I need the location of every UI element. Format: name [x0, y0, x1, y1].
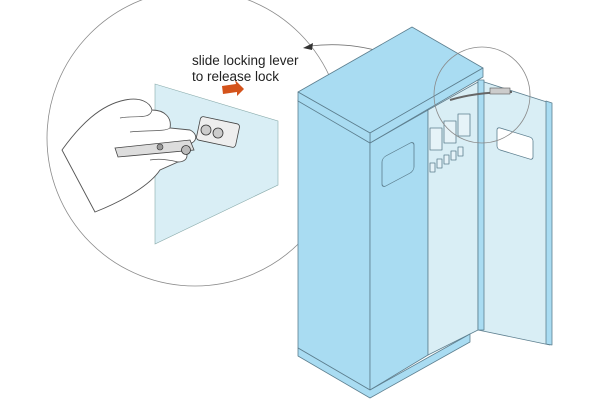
side-vent — [381, 142, 415, 187]
door-window — [496, 127, 534, 160]
door-edge-right — [545, 100, 553, 346]
instruction-label: slide locking lever to release lock — [192, 53, 299, 85]
door-edge — [477, 79, 485, 331]
cabinet-base — [297, 333, 471, 399]
cabinet-lid-side — [297, 91, 371, 144]
cabinet-front-panel — [369, 109, 429, 391]
meters — [429, 113, 471, 151]
cabinet-side — [297, 99, 371, 391]
instruction-line-1: slide locking lever — [192, 53, 299, 68]
lock-highlight-circle — [433, 46, 531, 144]
cabinet — [297, 26, 553, 399]
lock-mechanism — [489, 87, 511, 95]
slide-direction-arrow — [222, 80, 244, 96]
switches — [429, 146, 464, 173]
locking-lever-detail — [114, 116, 240, 158]
cabinet-door — [477, 79, 551, 346]
callout-arrowhead — [303, 43, 313, 50]
hand-fingers — [119, 109, 179, 163]
instruction-line-2: to release lock — [192, 69, 280, 84]
inset-door-panel — [154, 83, 279, 245]
